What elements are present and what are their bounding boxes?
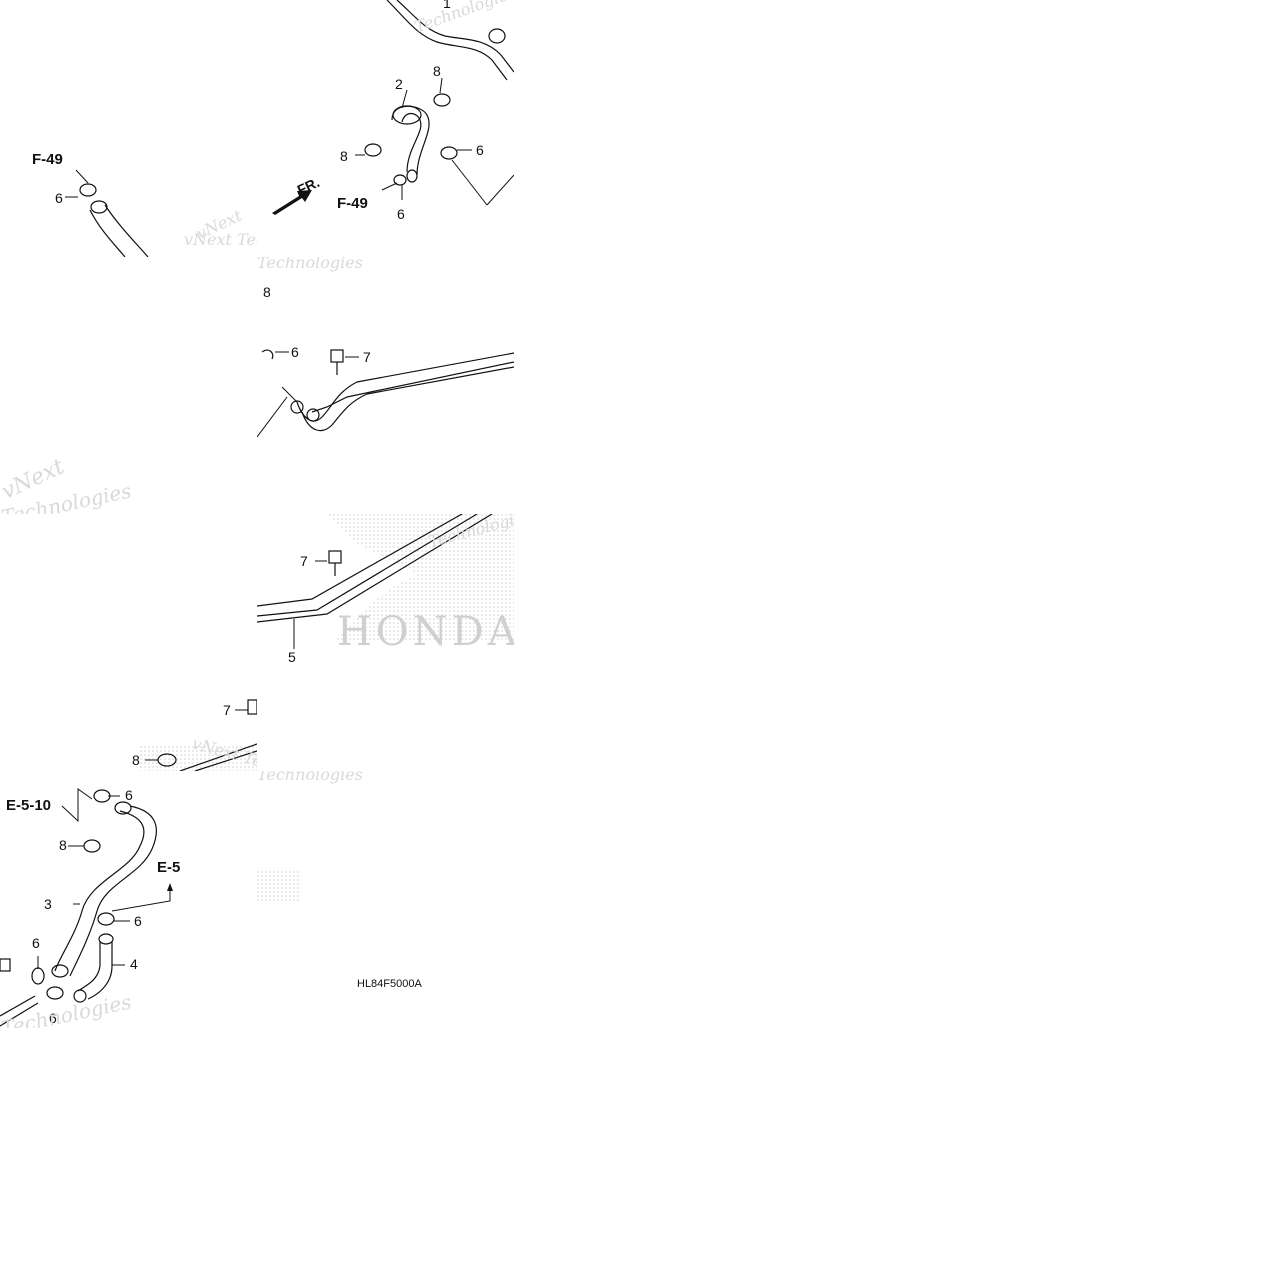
- part-number-5: 5: [288, 649, 296, 665]
- watermark-brand: vNext Technologies: [184, 230, 257, 249]
- part-number-7: 7: [300, 553, 308, 569]
- part-number-7: 7: [223, 702, 231, 718]
- part-number-6: 6: [49, 1010, 57, 1026]
- ref-label-e5: E-5: [157, 859, 181, 876]
- part-number-6: 6: [32, 935, 40, 951]
- upper-hoses-drawing: [272, 0, 514, 215]
- clamp-row-drawing: [140, 699, 257, 771]
- part-number-7: 7: [363, 349, 371, 365]
- part-number-8: 8: [263, 284, 271, 300]
- part-number-8: 8: [340, 148, 348, 164]
- part-number-8: 8: [433, 63, 441, 79]
- diagram-tile-pipe-upper: 8 6 7 Technologies: [257, 257, 514, 514]
- part-number-6: 6: [55, 190, 63, 206]
- part-number-4: 4: [130, 956, 138, 972]
- diagram-part-code: HL84F5000A: [357, 978, 422, 990]
- part-number-8: 8: [132, 752, 140, 768]
- pipe-lower-drawing: [257, 514, 514, 649]
- ref-label-f49: F-49: [32, 151, 63, 168]
- part-number-8: 8: [59, 837, 67, 853]
- diagram-tile-code: Technologies HL84F5000A: [257, 771, 514, 1028]
- part-number-6: 6: [397, 206, 405, 222]
- part-number-6: 6: [134, 913, 142, 929]
- pipe-upper-drawing: [257, 349, 514, 438]
- part-number-3: 3: [44, 896, 52, 912]
- lower-hoses-drawing: [0, 788, 173, 1027]
- ref-label-f49: F-49: [337, 195, 368, 212]
- watermark-technologies: Technologies: [257, 771, 363, 784]
- part-number-2: 2: [395, 76, 403, 92]
- watermark-technologies: Technologies: [257, 257, 363, 272]
- diagram-tile-upper-hoses: 1 2 8 8 6 6 F-49 FR. Technologies: [257, 0, 514, 257]
- watermark-honda-logo: HONDA: [337, 609, 514, 655]
- part-number-6: 6: [476, 142, 484, 158]
- part-number-6: 6: [291, 344, 299, 360]
- part-number-1: 1: [443, 0, 451, 11]
- left-hose-drawing: [65, 169, 149, 257]
- diagram-tile-clamp-row: 7 8 vNext Technologies: [0, 514, 257, 771]
- part-number-6: 6: [125, 787, 133, 803]
- diagram-tile-left-hose: F-49 6 vNext Technologies vNext: [0, 0, 257, 257]
- diagram-tile-watermark-left: vNext Technologies: [0, 257, 257, 514]
- code-tile-drawing: [257, 871, 299, 901]
- diagram-tile-pipe-lower: 7 5 HONDA Technologies: [257, 514, 514, 771]
- ref-label-e510: E-5-10: [6, 797, 52, 814]
- diagram-tile-lower-hoses: E-5-10 E-5 6 8 3 6 6 4 6 Technologies: [0, 771, 257, 1028]
